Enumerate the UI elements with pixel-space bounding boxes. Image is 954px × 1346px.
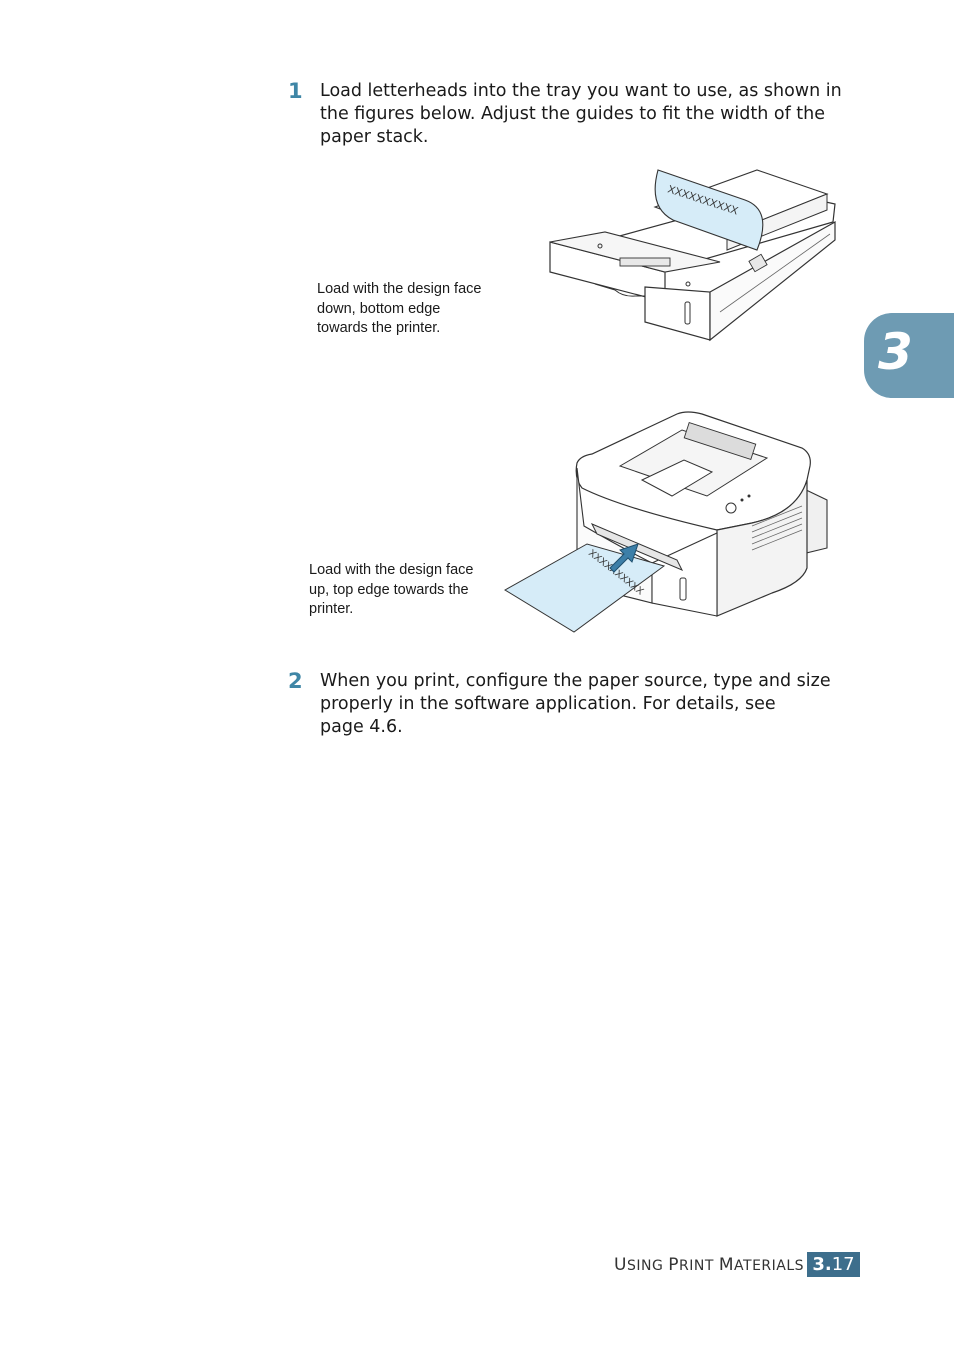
tray-caption: Load with the design face down, bottom e… <box>317 281 482 336</box>
page-number: 17 <box>831 1254 855 1275</box>
page-chapter: 3. <box>812 1254 832 1275</box>
footer-title-initial-1: U <box>614 1255 627 1275</box>
footer-title-rest-3: ATERIALS <box>734 1258 805 1274</box>
step-1-text: Load letterheads into the tray you want … <box>320 81 842 147</box>
step-1-number: 1 <box>288 79 303 103</box>
footer-title-initial-3: M <box>718 1255 735 1275</box>
chapter-number: 3 <box>878 323 913 381</box>
page-number-box: 3.17 <box>807 1252 860 1277</box>
letterhead-sheet <box>654 169 764 251</box>
footer-section-title: USING PRINT MATERIALS <box>614 1255 804 1275</box>
step-2-text: When you print, configure the paper sour… <box>320 671 831 737</box>
manual-feed-sheet <box>504 543 666 633</box>
footer-title-rest-1: SING <box>626 1258 669 1274</box>
printer-caption: Load with the design face up, top edge t… <box>309 562 474 617</box>
footer-title-rest-2: RINT <box>679 1258 719 1274</box>
printer-illustration: XXXXXXXXXX <box>504 411 828 633</box>
footer-title-initial-2: P <box>668 1255 680 1275</box>
step-2-number: 2 <box>288 669 303 693</box>
paper-tray-illustration: XXXXXXXXXX <box>549 169 836 342</box>
insert-arrow-icon <box>609 543 639 573</box>
chapter-tab <box>864 313 954 398</box>
